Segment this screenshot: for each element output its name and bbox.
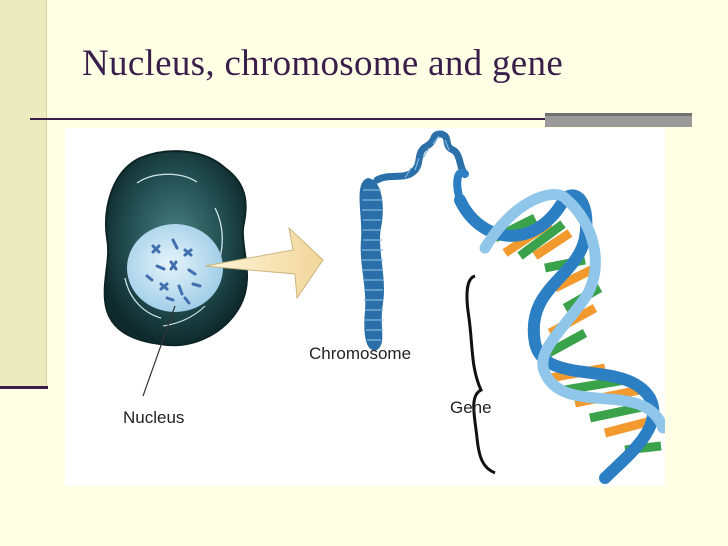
dna-helix bbox=[453, 168, 665, 484]
left-bar-underline bbox=[0, 386, 48, 389]
label-chromosome: Chromosome bbox=[309, 344, 412, 363]
arrow bbox=[204, 226, 324, 300]
label-nucleus: Nucleus bbox=[123, 408, 185, 427]
diagram-svg bbox=[103, 130, 665, 484]
nucleus-leader-line bbox=[142, 305, 176, 397]
chromosome bbox=[359, 130, 469, 351]
left-decorative-bar bbox=[0, 0, 47, 388]
title-rule bbox=[30, 118, 692, 120]
nucleus bbox=[127, 224, 223, 312]
title-rule-accent bbox=[545, 113, 692, 127]
label-gene: Gene bbox=[450, 398, 492, 417]
slide-title: Nucleus, chromosome and gene bbox=[82, 43, 564, 84]
gene-bracket bbox=[465, 274, 496, 475]
diagram-figure: Chromosome Nucleus Gene bbox=[65, 128, 665, 486]
